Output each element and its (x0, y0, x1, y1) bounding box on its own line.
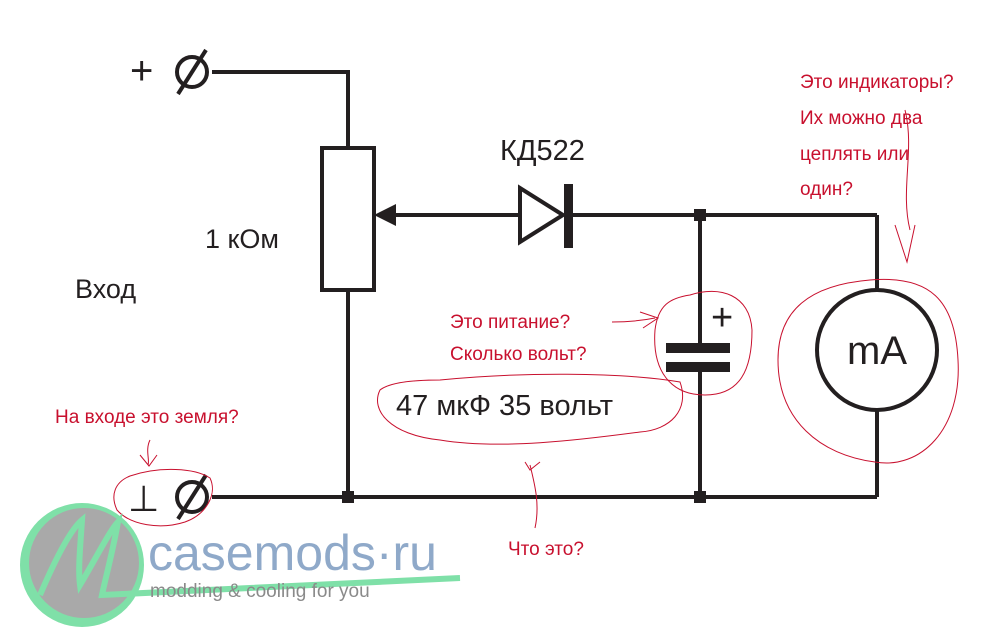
plus-terminal-symbol: + (130, 49, 153, 93)
junctions (342, 209, 706, 503)
milliammeter-icon (815, 288, 939, 412)
indicator-question-line2: Их можно два (800, 108, 923, 129)
meter-label: mA (847, 329, 907, 373)
diode-label: КД522 (500, 135, 585, 167)
top-terminal-icon (175, 48, 209, 96)
resistor-label: 1 кОм (205, 224, 279, 254)
power-question-line1: Это питание? (450, 312, 570, 333)
input-label: Вход (75, 274, 136, 304)
wires (212, 70, 879, 499)
ground-symbol: ⊥ (128, 478, 159, 519)
capacitor-plus: + (711, 297, 733, 339)
casemods-logo (20, 503, 461, 627)
ground-question: На входе это земля? (55, 407, 239, 428)
logo-site-name: casemods·ru (148, 525, 437, 581)
potentiometer (320, 146, 376, 292)
red-freehand-marks (113, 109, 959, 529)
indicator-question-line4: один? (800, 179, 853, 200)
wiper-arrow-icon (374, 204, 396, 226)
bottom-terminal-icon (175, 473, 209, 521)
capacitor-icon (666, 343, 730, 372)
what-is-this-question: Что это? (508, 539, 584, 560)
capacitor-label: 47 мкФ 35 вольт (396, 390, 613, 422)
indicator-question-line1: Это индикаторы? (800, 72, 954, 93)
logo-tagline: modding & cooling for you (150, 581, 370, 602)
diode-icon (518, 184, 573, 248)
power-question-line2: Сколько вольт? (450, 344, 587, 365)
indicator-question-line3: цеплять или (800, 144, 909, 165)
